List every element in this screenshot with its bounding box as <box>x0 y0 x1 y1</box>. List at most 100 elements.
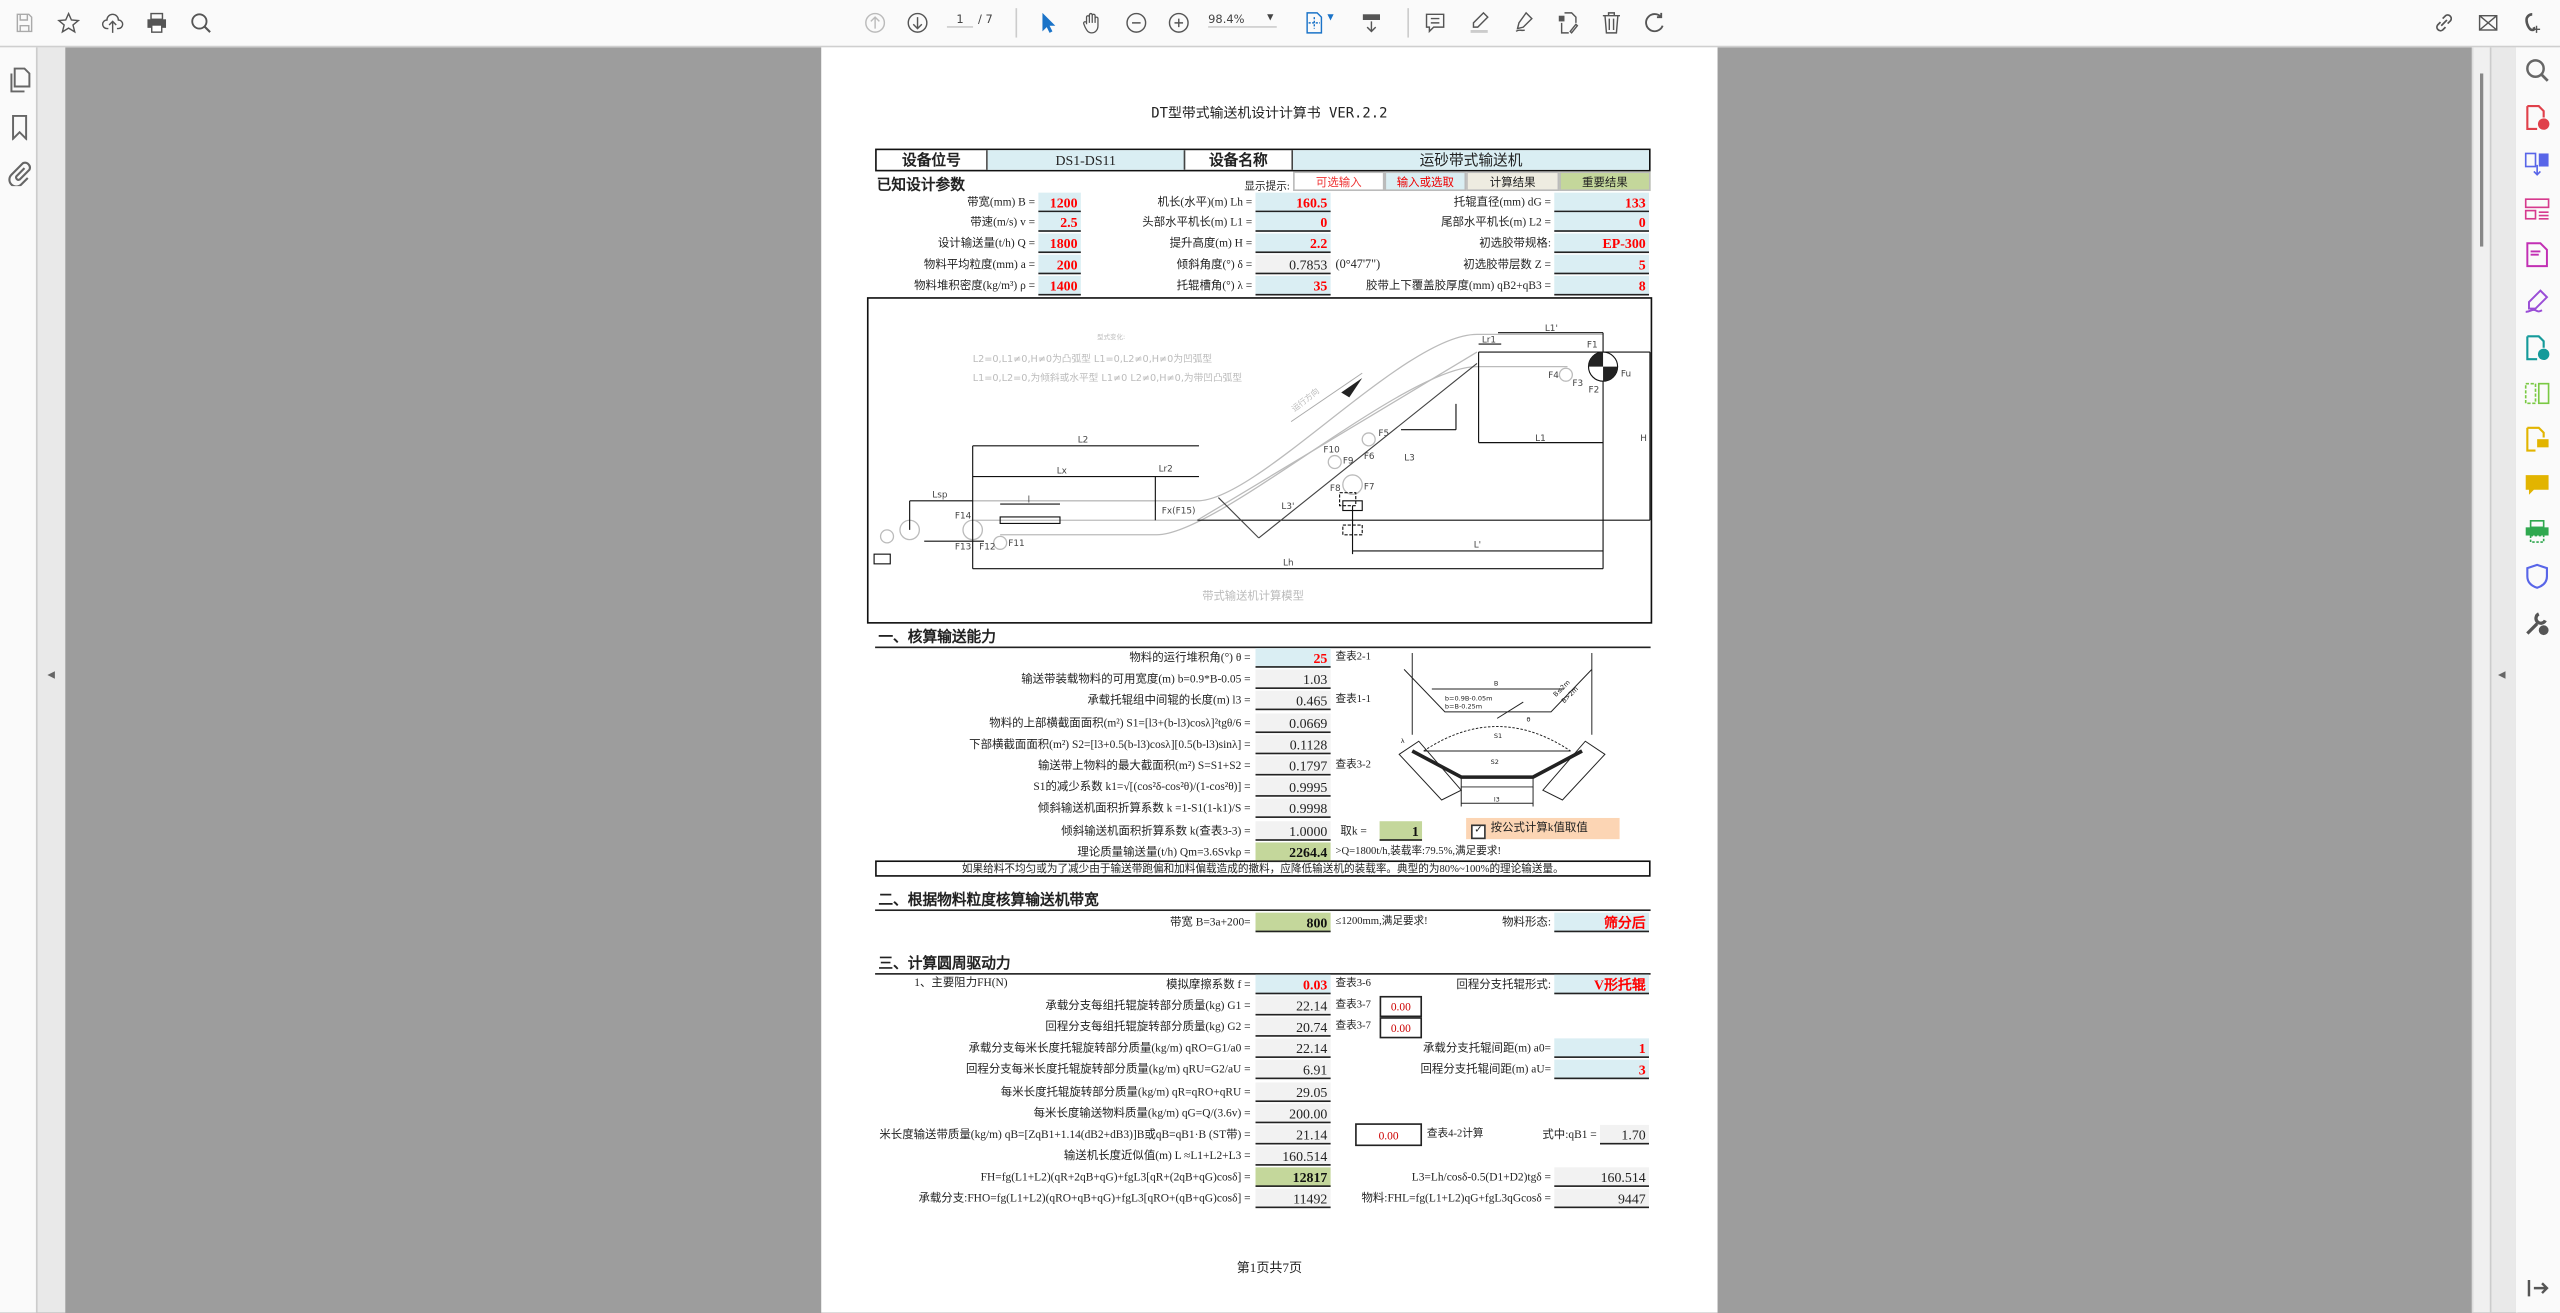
search-icon[interactable] <box>186 8 215 37</box>
checkbox-checkmark-icon[interactable]: ✓ <box>1471 824 1486 840</box>
rotate-icon[interactable] <box>1641 8 1670 37</box>
save-icon[interactable] <box>10 8 39 37</box>
dim-label-L3prime: L3' <box>1281 502 1294 512</box>
param-value-input[interactable]: 5 <box>1554 254 1649 275</box>
param-value-input[interactable]: 160.5 <box>1255 192 1331 213</box>
export-pdf-icon[interactable] <box>2524 150 2550 176</box>
comment-file-icon[interactable] <box>2524 426 2550 452</box>
scrollbar-thumb[interactable] <box>2479 73 2484 247</box>
right-pane-collapse-strip[interactable]: ◀ <box>2489 47 2518 1313</box>
pdf-page: DT型带式输送机设计计算书 VER.2.2 设备位号 DS1-DS11 设备名称… <box>821 47 1718 1313</box>
select-pointer-icon[interactable] <box>1033 8 1062 37</box>
star-bookmark-icon[interactable] <box>54 8 83 37</box>
trough-label-S2: S2 <box>1491 758 1499 766</box>
calc-label: 承载分支每米长度托辊旋转部分质量(kg/m) qRO=G1/a0 = <box>968 1041 1251 1055</box>
edit-pdf-icon[interactable] <box>2524 242 2550 268</box>
toolbar-divider <box>1015 8 1018 38</box>
collapse-tools-pane-icon[interactable] <box>2524 1275 2550 1301</box>
protect-shield-icon[interactable] <box>2524 563 2550 589</box>
right-param-value[interactable]: 1 <box>1554 1038 1649 1058</box>
calc-label: 下部横截面面积(m²) S2=[l3+0.5(b-l3)cosλ][0.5(b-… <box>969 737 1251 752</box>
trash-icon[interactable] <box>1597 8 1626 37</box>
page-thumbnails-icon[interactable] <box>7 67 31 93</box>
equipment-position-label: 设备位号 <box>877 150 988 170</box>
left-pane-collapse-strip[interactable]: ◀ <box>37 47 66 1313</box>
vertical-scrollbar[interactable] <box>2471 47 2492 1313</box>
param-value-input[interactable]: 1200 <box>1038 192 1081 213</box>
more-tools-wrench-icon[interactable] <box>2524 611 2550 637</box>
param-value-input[interactable]: 1800 <box>1038 233 1081 254</box>
param-label: 物料堆积密度(kg/m³) ρ = <box>914 279 1036 293</box>
lookup-box[interactable]: 0.00 <box>1355 1123 1423 1147</box>
share-link-icon[interactable] <box>2429 8 2458 37</box>
calc-label: 每米长度输送物料质量(kg/m) qG=Q/(3.6v) = <box>1033 1106 1251 1120</box>
comment-icon[interactable] <box>1420 8 1449 37</box>
chevron-down-icon[interactable]: ▼ <box>1327 13 1334 23</box>
collapse-right-arrow-icon[interactable]: ◀ <box>2497 669 2506 681</box>
param-value-input[interactable]: 1400 <box>1038 275 1081 296</box>
param-value-input[interactable]: 200 <box>1038 254 1081 275</box>
hand-tool-icon[interactable] <box>1078 8 1107 37</box>
param-value-input[interactable]: 133 <box>1554 192 1649 213</box>
reference-note: 查表2-1 <box>1335 651 1371 663</box>
dim-label-Lsp: Lsp <box>932 491 948 501</box>
previous-page-button[interactable] <box>860 8 889 37</box>
print-icon[interactable] <box>142 8 171 37</box>
left-navigation-pane <box>0 47 38 1313</box>
email-icon[interactable] <box>2473 8 2502 37</box>
param-value-input[interactable]: 35 <box>1255 275 1331 296</box>
compare-files-icon[interactable] <box>2524 380 2550 406</box>
scroll-mode-icon[interactable] <box>1357 8 1386 37</box>
cloud-upload-icon[interactable] <box>98 8 127 37</box>
param-value-input[interactable]: 2.2 <box>1255 233 1331 254</box>
comment-tool-icon[interactable] <box>2524 472 2550 498</box>
param-value-input[interactable]: EP-300 <box>1554 233 1649 254</box>
section1-heading: 一、核算输送能力 <box>878 628 996 645</box>
organize-pages-icon[interactable] <box>2524 196 2550 222</box>
right-param-value[interactable]: 3 <box>1554 1059 1649 1080</box>
send-for-review-icon[interactable] <box>2524 335 2550 361</box>
page-number-input[interactable]: 1 <box>946 13 974 28</box>
calc-value[interactable]: 0.03 <box>1255 974 1331 995</box>
force-label-Fu: Fu <box>1621 369 1631 379</box>
zoom-level-dropdown[interactable]: 98.4%▼ <box>1208 13 1277 28</box>
param-value-input[interactable]: 0 <box>1554 212 1649 232</box>
param-label: 带速(m/s) v = <box>970 215 1036 229</box>
right-param-value: 160.514 <box>1554 1167 1649 1187</box>
right-param-label: 回程分支托辊间距(m) aU= <box>1420 1062 1552 1076</box>
right-param-value: 1.70 <box>1599 1124 1649 1145</box>
formula-k-checkbox[interactable]: ✓按公式计算k值取值 <box>1466 817 1620 840</box>
expand-left-arrow-icon[interactable]: ◀ <box>47 669 55 681</box>
zoom-level-value: 98.4% <box>1208 13 1245 27</box>
fit-page-icon[interactable] <box>1300 8 1329 37</box>
legend-input-or-select: 输入或选取 <box>1384 171 1467 192</box>
edit-page-icon[interactable] <box>1553 8 1582 37</box>
bookmark-icon[interactable] <box>7 114 30 142</box>
force-label-F5: F5 <box>1378 429 1389 439</box>
attachment-icon[interactable] <box>7 160 31 188</box>
param-value-input[interactable]: 8 <box>1554 275 1649 296</box>
sign-pen-icon[interactable] <box>1509 8 1538 37</box>
document-title: DT型带式输送机设计计算书 VER.2.2 <box>1151 106 1388 123</box>
lookup-box[interactable]: 0.00 <box>1379 995 1423 1018</box>
angle-dms-text: (0°47'7") <box>1335 256 1381 272</box>
add-user-icon[interactable] <box>2518 8 2547 37</box>
highlight-icon[interactable] <box>1464 8 1493 37</box>
search-zoom-icon[interactable] <box>2524 57 2550 83</box>
fill-sign-icon[interactable] <box>2524 289 2550 315</box>
next-page-button[interactable] <box>903 8 932 37</box>
param-value-input[interactable]: 0 <box>1255 212 1331 232</box>
print-production-icon[interactable] <box>2524 518 2550 544</box>
param-value-input[interactable]: 2.5 <box>1038 212 1081 232</box>
create-pdf-icon[interactable] <box>2524 104 2550 131</box>
right-param-value[interactable]: V形托辊 <box>1554 974 1649 995</box>
right-param-label: L3=Lh/cosδ-0.5(D1+D2)tgδ = <box>1411 1170 1552 1184</box>
lookup-box[interactable]: 0.00 <box>1379 1017 1423 1039</box>
zoom-out-button[interactable] <box>1122 8 1151 37</box>
calc-label: 理论质量输送量(t/h) Qm=3.6Svkρ = <box>1077 845 1251 859</box>
material-state-select[interactable]: 筛分后 <box>1554 912 1649 933</box>
zoom-in-button[interactable] <box>1164 8 1193 37</box>
calc-value[interactable]: 25 <box>1255 648 1331 668</box>
param-label: 胶带上下覆盖胶厚度(mm) qB2+qB3 = <box>1366 279 1552 293</box>
calc-value: 11492 <box>1255 1188 1331 1209</box>
